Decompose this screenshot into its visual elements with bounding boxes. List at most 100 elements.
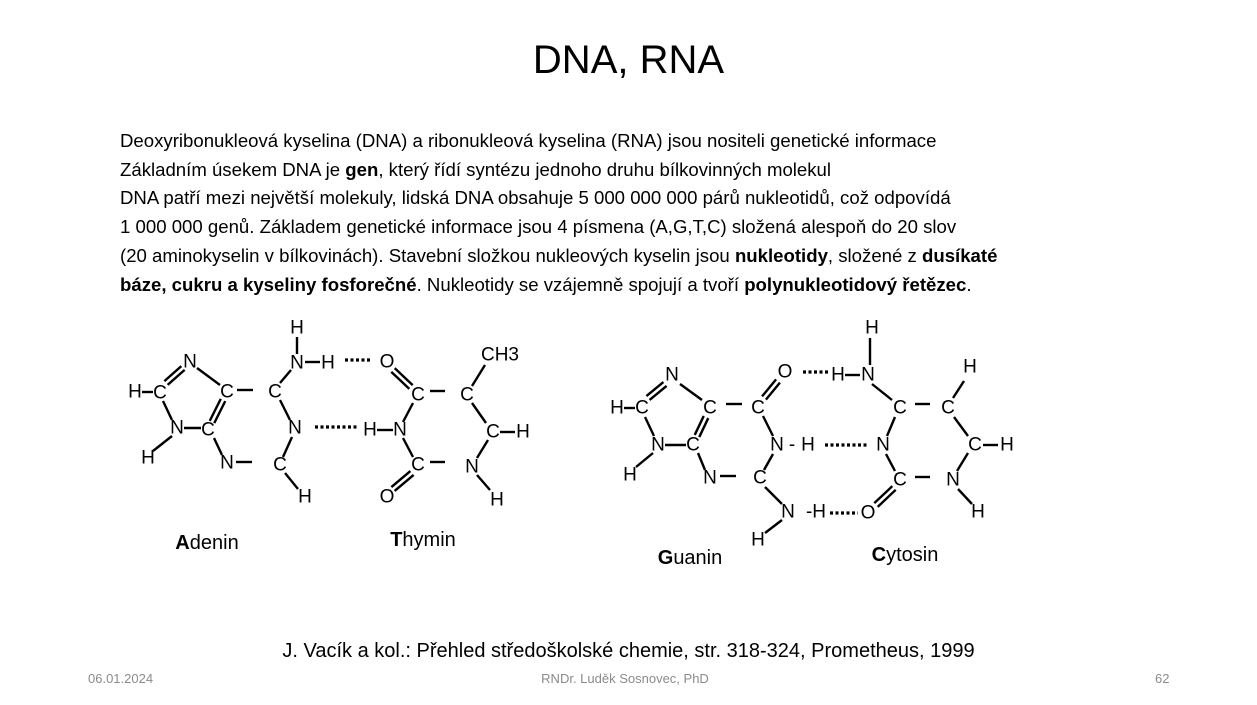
body-line: (20 aminokyselin v bílkovinách). Stavebn…: [120, 242, 997, 271]
single-bond: [152, 435, 173, 452]
atom-label: C: [460, 385, 474, 406]
single-bond: [643, 416, 656, 437]
atom-label: H: [751, 530, 765, 551]
single-bond: [696, 452, 707, 471]
text-segment: (20 aminokyselin v bílkovinách). Stavebn…: [120, 244, 735, 266]
double-bond: [390, 370, 411, 390]
atom-label: C: [751, 398, 765, 419]
atom-label: N: [651, 435, 665, 456]
text-segment: Deoxyribonukleová kyselina (DNA) a ribon…: [120, 130, 937, 151]
atom-label: CH3: [481, 345, 519, 366]
single-bond: [284, 472, 299, 490]
atom-label: C: [893, 470, 907, 491]
single-bond: [635, 452, 654, 468]
bold-term: dusíkaté: [921, 244, 998, 266]
double-bond: [166, 368, 186, 386]
double-bond: [876, 488, 897, 508]
single-bond: [761, 415, 775, 437]
single-bond: [957, 488, 973, 505]
bond-lines: [142, 337, 998, 534]
text-segment: 1 000 000 genů. Základem genetické infor…: [120, 216, 957, 238]
bold-term: polynukleotidový řetězec: [744, 273, 967, 295]
single-bond: [762, 453, 775, 471]
atom-label: H: [290, 318, 304, 339]
atom-label: C: [941, 398, 955, 419]
atom-label: N: [946, 470, 960, 491]
body-line: DNA patří mezi největší molekuly, lidská…: [120, 184, 997, 213]
slide-title: DNA, RNA: [532, 38, 725, 82]
footer-date: 06.01.2024: [88, 671, 154, 686]
single-bond: [764, 486, 783, 505]
text-segment: , složené z: [827, 244, 922, 266]
single-bond: [281, 436, 294, 458]
atom-label: N: [781, 502, 795, 523]
text-segment: . Nukleotidy se vzájemně spojují a tvoří: [416, 273, 745, 295]
single-bond: [955, 452, 970, 472]
atom-label: C: [411, 455, 425, 476]
atom-label: H: [865, 318, 879, 339]
double-bond: [393, 473, 415, 492]
single-bond: [471, 402, 487, 424]
double-bond: [163, 365, 183, 383]
single-bond: [951, 380, 966, 399]
atom-label: H: [971, 502, 985, 523]
label-thymin: Thymin: [390, 529, 456, 551]
single-bond: [764, 519, 783, 534]
double-bond: [390, 470, 412, 489]
atom-label: N: [465, 457, 479, 478]
atom-label: O: [778, 362, 793, 383]
double-bond: [698, 417, 710, 438]
atom-label: H: [623, 465, 637, 486]
atom-label: N: [861, 365, 875, 386]
atom-label: H: [1000, 435, 1014, 456]
single-bond: [953, 416, 969, 437]
atom-label: C: [968, 435, 982, 456]
text-segment: Základním úsekem DNA je: [120, 158, 346, 180]
single-bond: [475, 439, 490, 459]
double-bond: [765, 381, 781, 401]
atom-label: H: [141, 448, 155, 469]
bold-term: gen: [345, 158, 379, 180]
double-bond: [208, 398, 222, 422]
body-line: 1 000 000 genů. Základem genetické infor…: [120, 213, 997, 242]
single-bond: [278, 399, 292, 421]
body-line: Deoxyribonukleová kyselina (DNA) a ribon…: [120, 127, 997, 156]
citation: J. Vacík a kol.: Přehled středoškolské c…: [282, 640, 975, 662]
double-bond: [393, 367, 414, 387]
atom-label: N: [288, 418, 302, 439]
atom-label: N: [170, 418, 184, 439]
single-bond: [476, 474, 491, 491]
atom-label: H: [831, 365, 845, 386]
atom-label: N: [876, 435, 890, 456]
single-bond: [401, 402, 415, 423]
atom-label: H: [490, 490, 504, 511]
single-bond: [871, 383, 893, 401]
atom-label: H: [516, 422, 530, 443]
double-bond: [693, 415, 705, 436]
atom-label: O: [861, 503, 876, 524]
atom-label: C: [201, 420, 215, 441]
atom-label: C: [220, 382, 234, 403]
atom-label: C: [893, 398, 907, 419]
atom-label: C: [411, 385, 425, 406]
atom-label: H: [963, 357, 977, 378]
page-number: 62: [1155, 671, 1170, 686]
double-bond: [213, 400, 227, 424]
text-segment: , který řídí syntézu jednoho druhu bílko…: [378, 158, 832, 180]
footer-author: RNDr. Luděk Sosnovec, PhD: [541, 671, 709, 686]
text-segment: .: [966, 273, 972, 295]
atom-label: C: [635, 398, 649, 419]
atom-label: N: [290, 353, 304, 374]
single-bond: [279, 369, 292, 384]
atom-label: H: [801, 435, 815, 456]
atom-label: H: [610, 398, 624, 419]
atom-label: C: [703, 398, 717, 419]
atom-label: N: [703, 468, 717, 489]
single-bond: [679, 383, 703, 401]
atom-label: C: [273, 455, 287, 476]
label-guanin: Guanin: [658, 547, 723, 569]
atom-label: -: [789, 435, 795, 456]
atom-label: H: [363, 420, 377, 441]
single-bond: [885, 416, 897, 437]
